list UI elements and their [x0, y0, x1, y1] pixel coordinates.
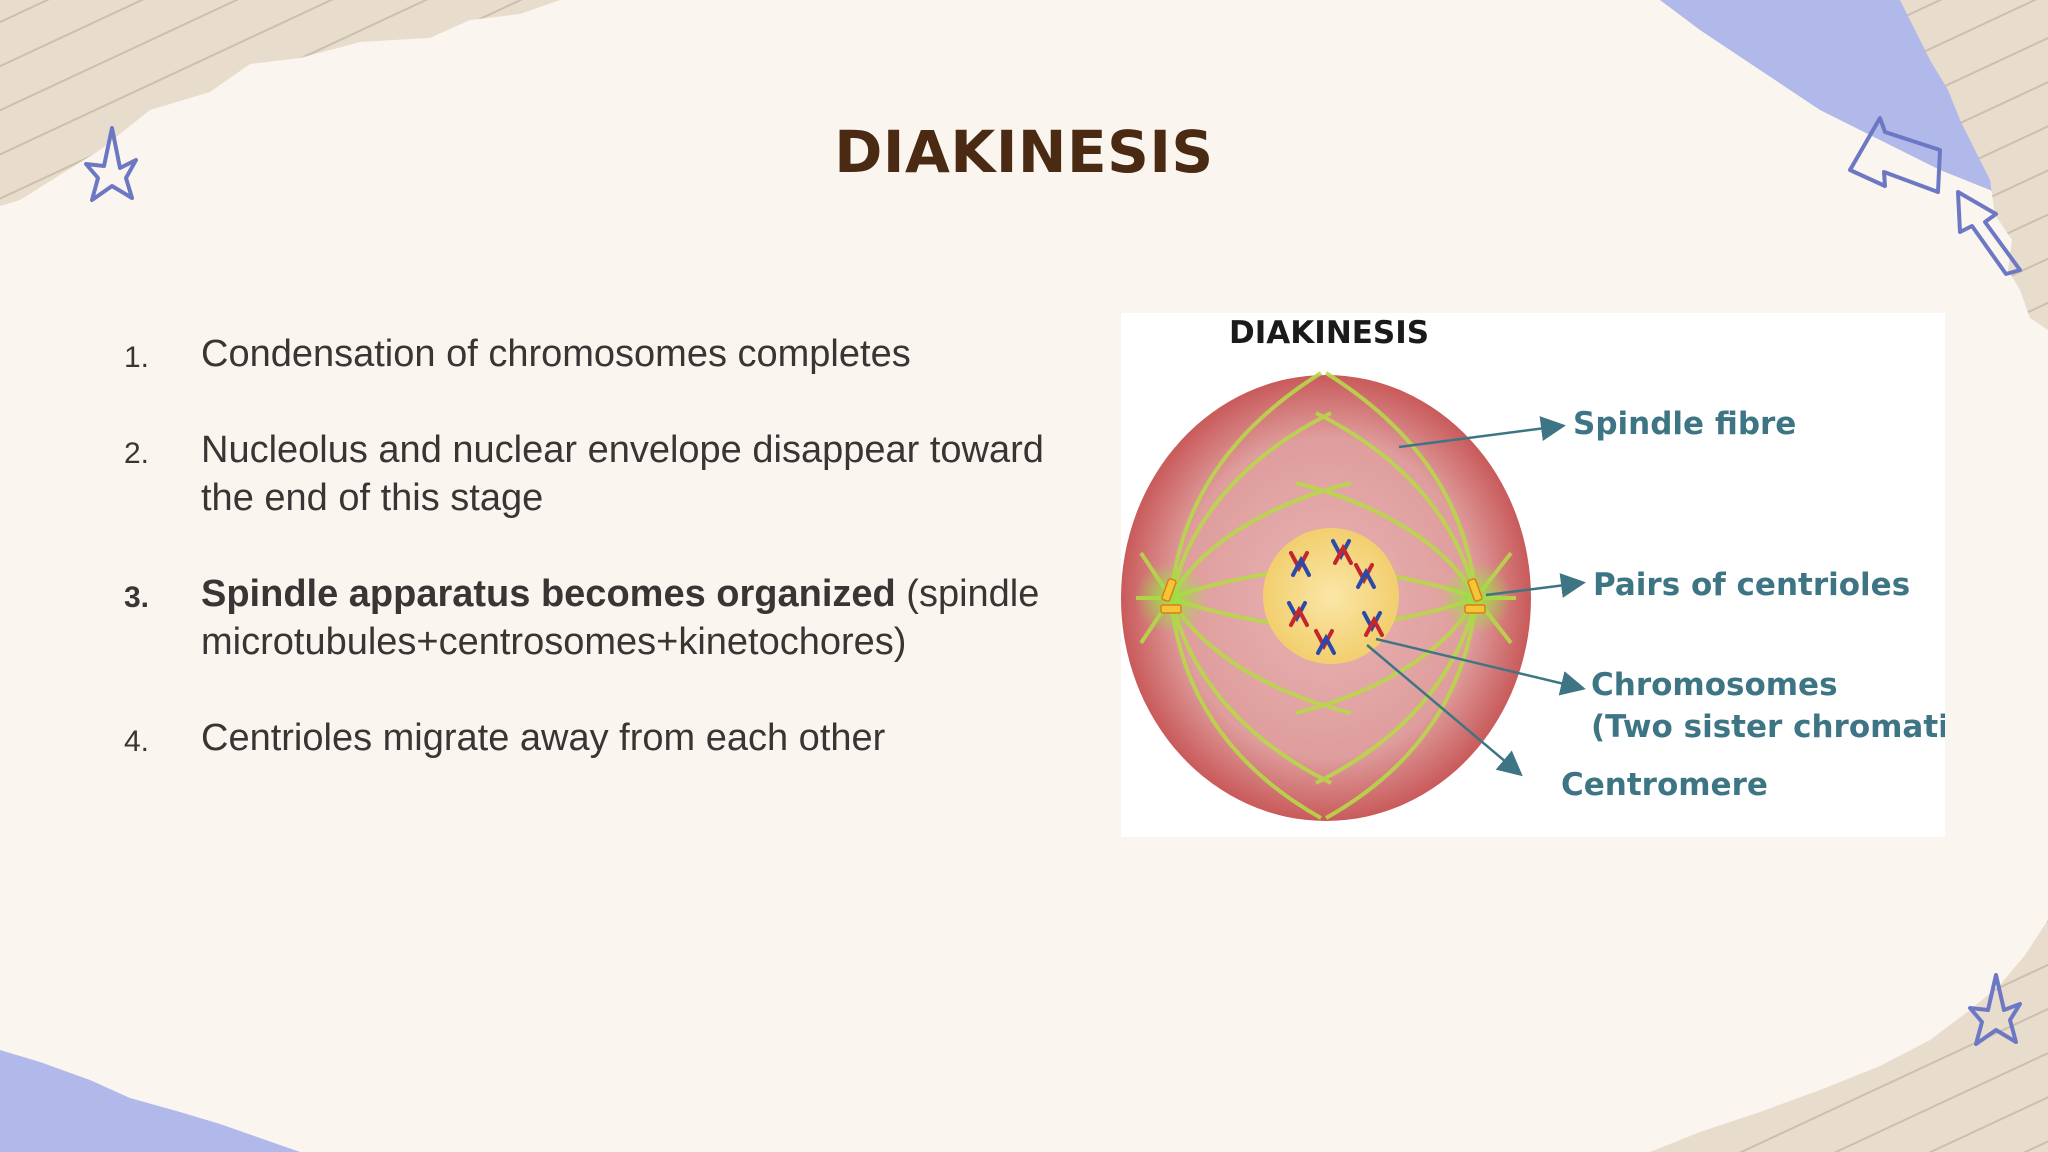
torn-paper-top-left [0, 0, 560, 206]
list-item-number: 1. [124, 341, 150, 374]
centriole-right [1464, 578, 1486, 614]
list-item-text: (spindle microtubules+centrosomes+kineto… [201, 573, 1040, 663]
arrow-doodle-icon [1848, 116, 2022, 276]
chromosomes [1287, 539, 1384, 655]
list-item: 2. Nucleolus and nuclear envelope disapp… [120, 426, 1100, 522]
list-item-number: 4. [124, 725, 150, 758]
star-doodle-icon [1968, 973, 2022, 1046]
list-item-text: Condensation of chromosomes completes [201, 333, 911, 375]
torn-paper-bottom-left-blue [0, 1050, 300, 1152]
list-item: 3. Spindle apparatus becomes organized (… [120, 570, 1100, 666]
label-chromosomes: Chromosomes [1591, 667, 1838, 703]
list-item: 1. Condensation of chromosomes completes [120, 330, 1100, 378]
slide-title: DIAKINESIS [834, 118, 1214, 186]
list-item: 4. Centrioles migrate away from each oth… [120, 714, 1100, 762]
centriole-left [1160, 578, 1182, 614]
callout-lines [1366, 416, 1586, 777]
list-item-bold-text: Spindle apparatus becomes organized [201, 573, 896, 615]
bullet-list: 1. Condensation of chromosomes completes… [120, 330, 1100, 762]
label-spindle-fibre: Spindle fibre [1573, 406, 1796, 442]
star-doodle-icon [84, 126, 138, 202]
list-item-number: 2. [124, 437, 150, 470]
label-chromatids: (Two sister chromatids) [1591, 709, 1945, 745]
diakinesis-diagram: DIAKINESIS [1121, 313, 1945, 837]
diagram-title: DIAKINESIS [1229, 315, 1429, 351]
list-item-text: Nucleolus and nuclear envelope disappear… [201, 429, 1044, 519]
list-item-text: Centrioles migrate away from each other [201, 717, 886, 759]
torn-paper-bottom-right [1650, 920, 2048, 1152]
label-centromere: Centromere [1561, 767, 1768, 803]
label-centrioles: Pairs of centrioles [1593, 567, 1910, 603]
torn-paper-top-right [1900, 0, 2048, 330]
list-item-number: 3. [124, 581, 150, 614]
